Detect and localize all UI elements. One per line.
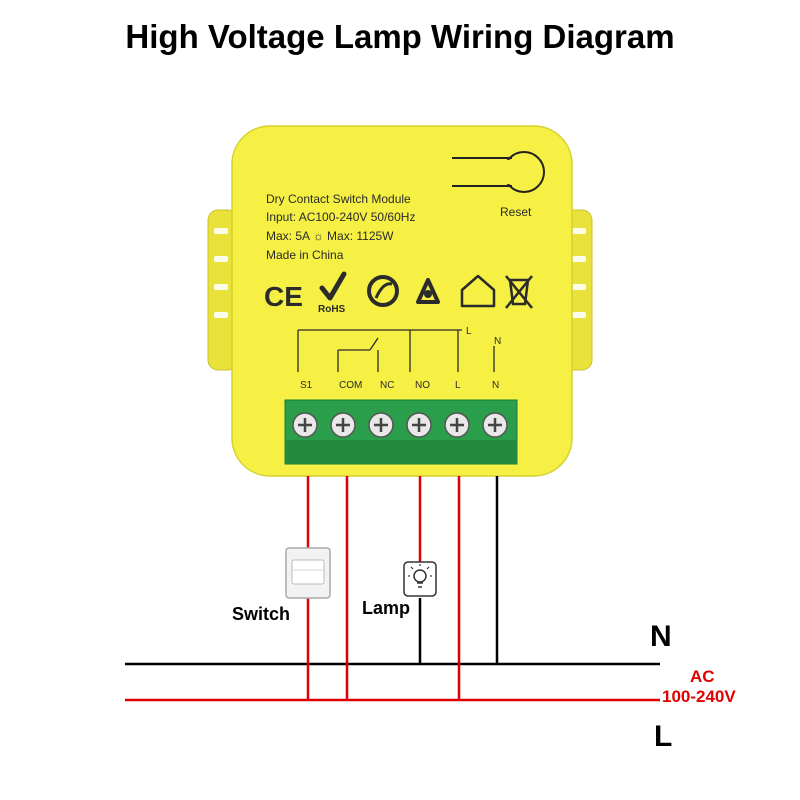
schematic-label-n: N — [494, 336, 501, 347]
module-label-line-2: Input: AC100-240V 50/60Hz — [266, 210, 415, 224]
switch-label: Switch — [232, 604, 290, 624]
internal-schematic — [297, 329, 495, 372]
lamp-icon — [403, 561, 437, 597]
module-label-line-1: Dry Contact Switch Module — [266, 192, 411, 206]
recycle-icon — [416, 278, 440, 304]
wall-switch-icon — [285, 547, 331, 599]
ce-mark: CE — [264, 281, 303, 312]
module-label-line-4: Made in China — [266, 248, 344, 262]
live-label: L — [654, 720, 672, 753]
neutral-label: N — [650, 620, 672, 653]
terminal-screws — [292, 412, 508, 438]
terminal-label-s1: S1 — [300, 380, 313, 391]
module-body — [231, 125, 573, 477]
lamp-label: Lamp — [362, 598, 410, 618]
terminal-label-n: N — [492, 380, 499, 391]
rohs-mark: RoHS — [318, 271, 347, 315]
diagram-title: High Voltage Lamp Wiring Diagram — [125, 18, 675, 55]
green-dot-icon — [367, 275, 399, 307]
weee-bin-icon — [505, 275, 533, 309]
voltage-label: 100-240V — [662, 687, 736, 706]
terminal-label-nc: NC — [380, 380, 394, 391]
ac-label: AC — [690, 667, 715, 686]
rohs-text: RoHS — [318, 304, 346, 315]
terminal-label-com: COM — [339, 380, 362, 391]
reset-label: Reset — [500, 205, 532, 219]
indoor-use-icon — [460, 274, 496, 308]
terminal-label-no: NO — [415, 380, 430, 391]
reset-button[interactable] — [452, 151, 545, 193]
wires — [306, 476, 499, 700]
schematic-label-l: L — [466, 326, 472, 337]
module-label-line-3: Max: 5A ☼ Max: 1125W — [266, 229, 394, 243]
terminal-label-l: L — [455, 380, 461, 391]
